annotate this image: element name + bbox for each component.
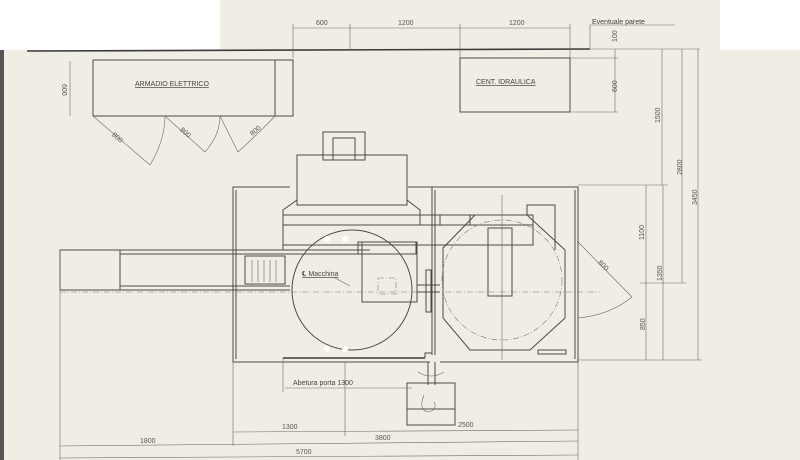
dim-1200: 1200 bbox=[398, 20, 414, 27]
dim-850: 850 bbox=[640, 318, 647, 330]
wall-line bbox=[26, 48, 591, 52]
left-turntable bbox=[291, 229, 413, 351]
dim-1800: 1800 bbox=[140, 438, 156, 445]
electrical-cabinet bbox=[92, 59, 294, 117]
right-dimensions: 100 600 1500 2800 3450 1100 1350 850 bbox=[570, 30, 702, 361]
dim-2500: 2500 bbox=[458, 422, 474, 429]
dim-600: 600 bbox=[612, 80, 619, 92]
hydraulic-unit bbox=[459, 57, 571, 113]
dim-800: 800 bbox=[249, 125, 263, 138]
hydraulic-unit-label: CENT. IDRAULICA bbox=[476, 79, 536, 86]
dim-800: 800 bbox=[110, 132, 124, 145]
electrical-cabinet-label: ARMADIO ELETTRICO bbox=[135, 81, 209, 88]
dim-2800: 2800 bbox=[677, 159, 684, 175]
dim-1300: 1300 bbox=[282, 424, 298, 431]
motor-unit bbox=[406, 362, 456, 426]
blank-corner bbox=[0, 0, 220, 50]
cabinet-doors: 800 800 800 bbox=[92, 115, 276, 166]
partition-leader bbox=[589, 24, 675, 48]
door-opening-label: Abetura porta 1300 bbox=[293, 380, 353, 387]
right-turntable bbox=[442, 214, 566, 351]
dim-5700: 5700 bbox=[296, 449, 312, 456]
machine-axis-label: ℄ Macchina bbox=[301, 271, 339, 278]
partition-label: Eventuale parete bbox=[592, 19, 645, 26]
dim-1200: 1200 bbox=[509, 20, 525, 27]
dim-1350: 1350 bbox=[657, 265, 664, 281]
blank-corner-right bbox=[720, 0, 800, 50]
dim-600: 600 bbox=[60, 84, 67, 96]
dim-3450: 3450 bbox=[692, 189, 699, 205]
bottom-dimensions: 1300 2500 1800 3800 5700 bbox=[59, 250, 579, 460]
scan-edge bbox=[0, 50, 4, 460]
machine-head bbox=[282, 131, 556, 250]
dim-800: 800 bbox=[178, 127, 192, 140]
dim-3800: 3800 bbox=[375, 435, 391, 442]
dim-800: 800 bbox=[596, 259, 609, 272]
dim-1100: 1100 bbox=[639, 225, 646, 240]
dim-600: 600 bbox=[316, 20, 328, 27]
dim-1500: 1500 bbox=[655, 107, 662, 123]
top-dimension: 600 1200 1200 bbox=[292, 20, 571, 58]
rail bbox=[59, 249, 370, 291]
dim-100: 100 bbox=[612, 30, 619, 42]
